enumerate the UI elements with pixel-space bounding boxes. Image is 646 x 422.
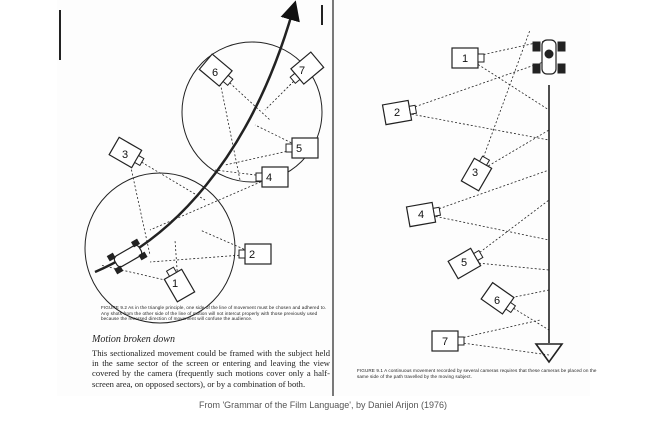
camera-6: 6 [480,281,550,331]
camera-label: 1 [462,53,468,65]
camera-label: 3 [472,167,478,179]
body-paragraph: This sectionalized movement could be fra… [92,348,330,389]
camera-label: 5 [296,143,302,155]
camera-7: 7 [431,319,550,356]
view-line [466,199,550,263]
view-line [149,253,256,263]
camera-1: 1 [99,239,196,303]
book-scan [57,0,590,396]
camera-label: 2 [249,249,255,261]
camera-7: 7 [264,51,325,111]
right-figure-caption: FIGURE 9.1 A continuous movement recorde… [357,368,597,379]
view-line [127,153,206,201]
camera-4: 4 [149,166,289,231]
view-line [149,176,273,231]
car-icon [532,39,566,75]
film-diagrams: 1 2 3 4 5 6 7 1 2 3 4 5 6 7 [59,0,566,396]
camera-label: 5 [461,257,467,269]
view-line [477,129,550,173]
image-caption: From 'Grammar of the Film Language', by … [198,400,448,410]
camera-label: 2 [394,107,400,119]
camera-label: 7 [299,65,305,77]
view-line [399,111,550,141]
camera-4: 4 [405,169,550,241]
camera-label: 4 [266,172,272,184]
camera-2: 2 [149,229,272,265]
view-line [477,29,531,173]
view-line [174,239,179,284]
view-line [447,340,550,356]
end-triangle [534,343,564,364]
view-line [423,213,550,241]
car-icon [106,238,148,275]
left-figure: 1 2 3 4 5 6 7 [59,0,334,396]
camera-2: 2 [381,59,550,141]
camera-5: 5 [447,199,550,280]
camera-3: 3 [460,29,550,192]
view-line [467,57,550,111]
camera-label: 6 [494,295,500,307]
camera-label: 1 [172,278,178,290]
camera-5: 5 [224,124,319,166]
camera-label: 3 [122,149,128,161]
coverage-circle [181,41,323,183]
camera-label: 6 [212,67,218,79]
view-line [127,153,151,256]
camera-6: 6 [198,53,271,181]
section-heading: Motion broken down [92,334,175,345]
camera-3: 3 [108,136,206,256]
camera-label: 7 [442,336,448,348]
camera-label: 4 [418,209,424,221]
left-figure-caption: FIGURE 9.2 As in the triangle principle,… [101,305,327,322]
view-line [466,261,550,271]
right-figure: 1 2 3 4 5 6 7 [381,29,566,364]
coverage-circle [84,172,236,324]
